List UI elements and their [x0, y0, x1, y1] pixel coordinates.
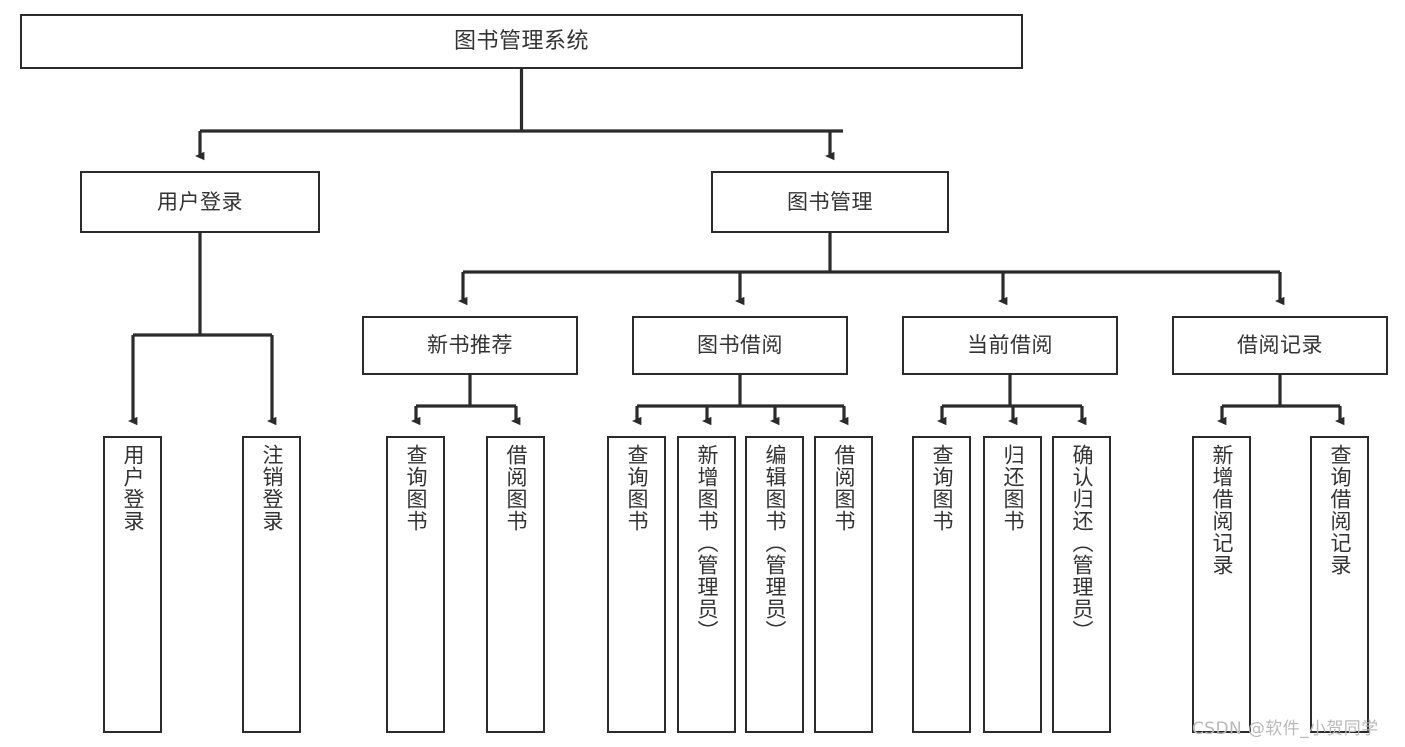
node-leaf-query-record-label: 查询借阅记录 [1327, 444, 1352, 576]
node-new-book-rec-label: 新书推荐 [427, 333, 513, 358]
node-leaf-logout-label: 注销登录 [259, 444, 284, 532]
node-leaf-borrow-book-2-label: 借阅图书 [831, 444, 856, 532]
node-leaf-edit-book-label: 编辑图书（管理员） [762, 444, 787, 642]
node-leaf-add-record[interactable]: 新增借阅记录 [1192, 436, 1251, 733]
node-leaf-query-record[interactable]: 查询借阅记录 [1310, 436, 1369, 733]
node-leaf-user-login-label: 用户登录 [120, 444, 145, 532]
node-book-manage[interactable]: 图书管理 [711, 171, 949, 233]
node-book-borrow[interactable]: 图书借阅 [632, 316, 848, 375]
node-leaf-query-book-1-label: 查询图书 [403, 444, 428, 532]
node-book-manage-label: 图书管理 [787, 189, 873, 214]
node-book-borrow-label: 图书借阅 [697, 333, 783, 358]
node-borrow-record[interactable]: 借阅记录 [1172, 316, 1388, 375]
node-leaf-query-book-3[interactable]: 查询图书 [912, 436, 971, 733]
node-leaf-logout[interactable]: 注销登录 [242, 436, 301, 733]
node-root-label: 图书管理系统 [453, 28, 589, 54]
node-user-login-label: 用户登录 [157, 189, 243, 214]
node-current-borrow-label: 当前借阅 [967, 333, 1053, 358]
node-new-book-rec[interactable]: 新书推荐 [362, 316, 578, 375]
csdn-watermark: CSDN @软件_小贺同学 [1192, 719, 1379, 739]
node-leaf-query-book-3-label: 查询图书 [929, 444, 954, 532]
node-user-login[interactable]: 用户登录 [80, 171, 320, 233]
node-borrow-record-label: 借阅记录 [1237, 333, 1323, 358]
node-leaf-query-book-2[interactable]: 查询图书 [607, 436, 666, 733]
node-root[interactable]: 图书管理系统 [20, 14, 1023, 69]
node-leaf-confirm-return-label: 确认归还（管理员） [1069, 444, 1094, 642]
node-leaf-add-book[interactable]: 新增图书（管理员） [677, 436, 736, 733]
node-leaf-query-book-1[interactable]: 查询图书 [386, 436, 445, 733]
node-leaf-edit-book[interactable]: 编辑图书（管理员） [745, 436, 804, 733]
node-leaf-borrow-book-2[interactable]: 借阅图书 [814, 436, 873, 733]
node-leaf-add-record-label: 新增借阅记录 [1209, 444, 1234, 576]
node-leaf-return-book[interactable]: 归还图书 [983, 436, 1042, 733]
node-leaf-user-login[interactable]: 用户登录 [103, 436, 162, 733]
node-leaf-confirm-return[interactable]: 确认归还（管理员） [1052, 436, 1111, 733]
node-current-borrow[interactable]: 当前借阅 [902, 316, 1118, 375]
node-leaf-return-book-label: 归还图书 [1000, 444, 1025, 532]
node-leaf-add-book-label: 新增图书（管理员） [694, 444, 719, 642]
node-leaf-borrow-book-1[interactable]: 借阅图书 [486, 436, 545, 733]
node-leaf-query-book-2-label: 查询图书 [624, 444, 649, 532]
node-leaf-borrow-book-1-label: 借阅图书 [503, 444, 528, 532]
